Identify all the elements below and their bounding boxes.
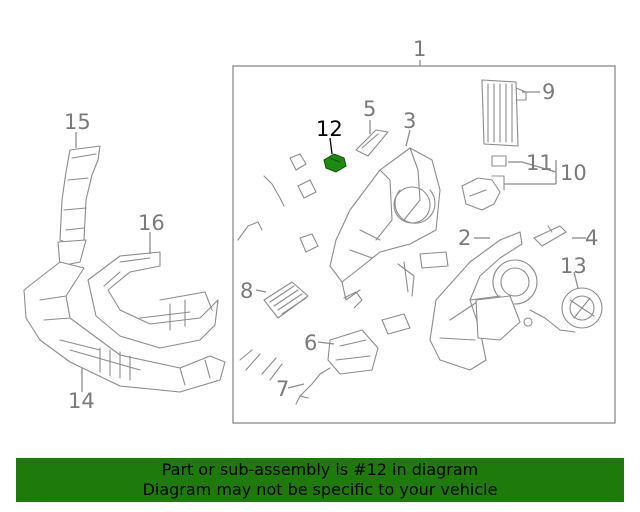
callout-8: 8 — [240, 279, 253, 303]
part-14-duct — [23, 261, 226, 393]
callout-15: 15 — [64, 110, 91, 134]
part-9-heater-core — [481, 79, 527, 147]
part-3-hvac-case — [329, 147, 441, 301]
misc-parts — [237, 153, 449, 381]
callout-9: 9 — [542, 80, 555, 104]
callout-4: 4 — [585, 226, 598, 250]
callout-14: 14 — [68, 389, 95, 413]
callout-7: 7 — [276, 377, 289, 401]
callout-12: 12 — [316, 117, 343, 141]
part-2-case — [429, 231, 538, 371]
leader-lines — [75, 91, 586, 392]
part-5-gasket — [355, 129, 389, 157]
callout-16: 16 — [138, 211, 165, 235]
part-8-evaporator — [263, 281, 309, 319]
part-4-bracket — [533, 225, 567, 247]
info-banner: Part or sub-assembly is #12 in diagram D… — [16, 458, 624, 502]
part-15-duct — [57, 145, 101, 267]
callout-3: 3 — [403, 109, 416, 133]
callout-2: 2 — [458, 226, 471, 250]
callout-6: 6 — [304, 331, 317, 355]
part-6-housing — [327, 329, 379, 375]
callout-10: 10 — [560, 161, 587, 185]
banner-line-1: Part or sub-assembly is #12 in diagram — [161, 460, 479, 479]
callout-5: 5 — [363, 97, 376, 121]
part-13-blower-motor — [523, 287, 603, 333]
part-16-duct — [87, 251, 219, 349]
callout-13: 13 — [560, 254, 587, 278]
parts-diagram: 1 2 3 4 5 6 7 8 9 10 11 12 13 14 15 16 — [23, 37, 616, 424]
part-10-11-hardware — [461, 155, 507, 211]
callout-11: 11 — [526, 151, 553, 175]
callout-1: 1 — [413, 37, 426, 61]
banner-line-2: Diagram may not be specific to your vehi… — [142, 480, 498, 499]
part-12-actuator-highlighted[interactable] — [323, 153, 347, 173]
callout-labels: 1 2 3 4 5 6 7 8 9 10 11 12 13 14 15 16 — [64, 37, 598, 413]
assembly-box — [232, 65, 616, 424]
part-7-hose — [295, 367, 331, 405]
